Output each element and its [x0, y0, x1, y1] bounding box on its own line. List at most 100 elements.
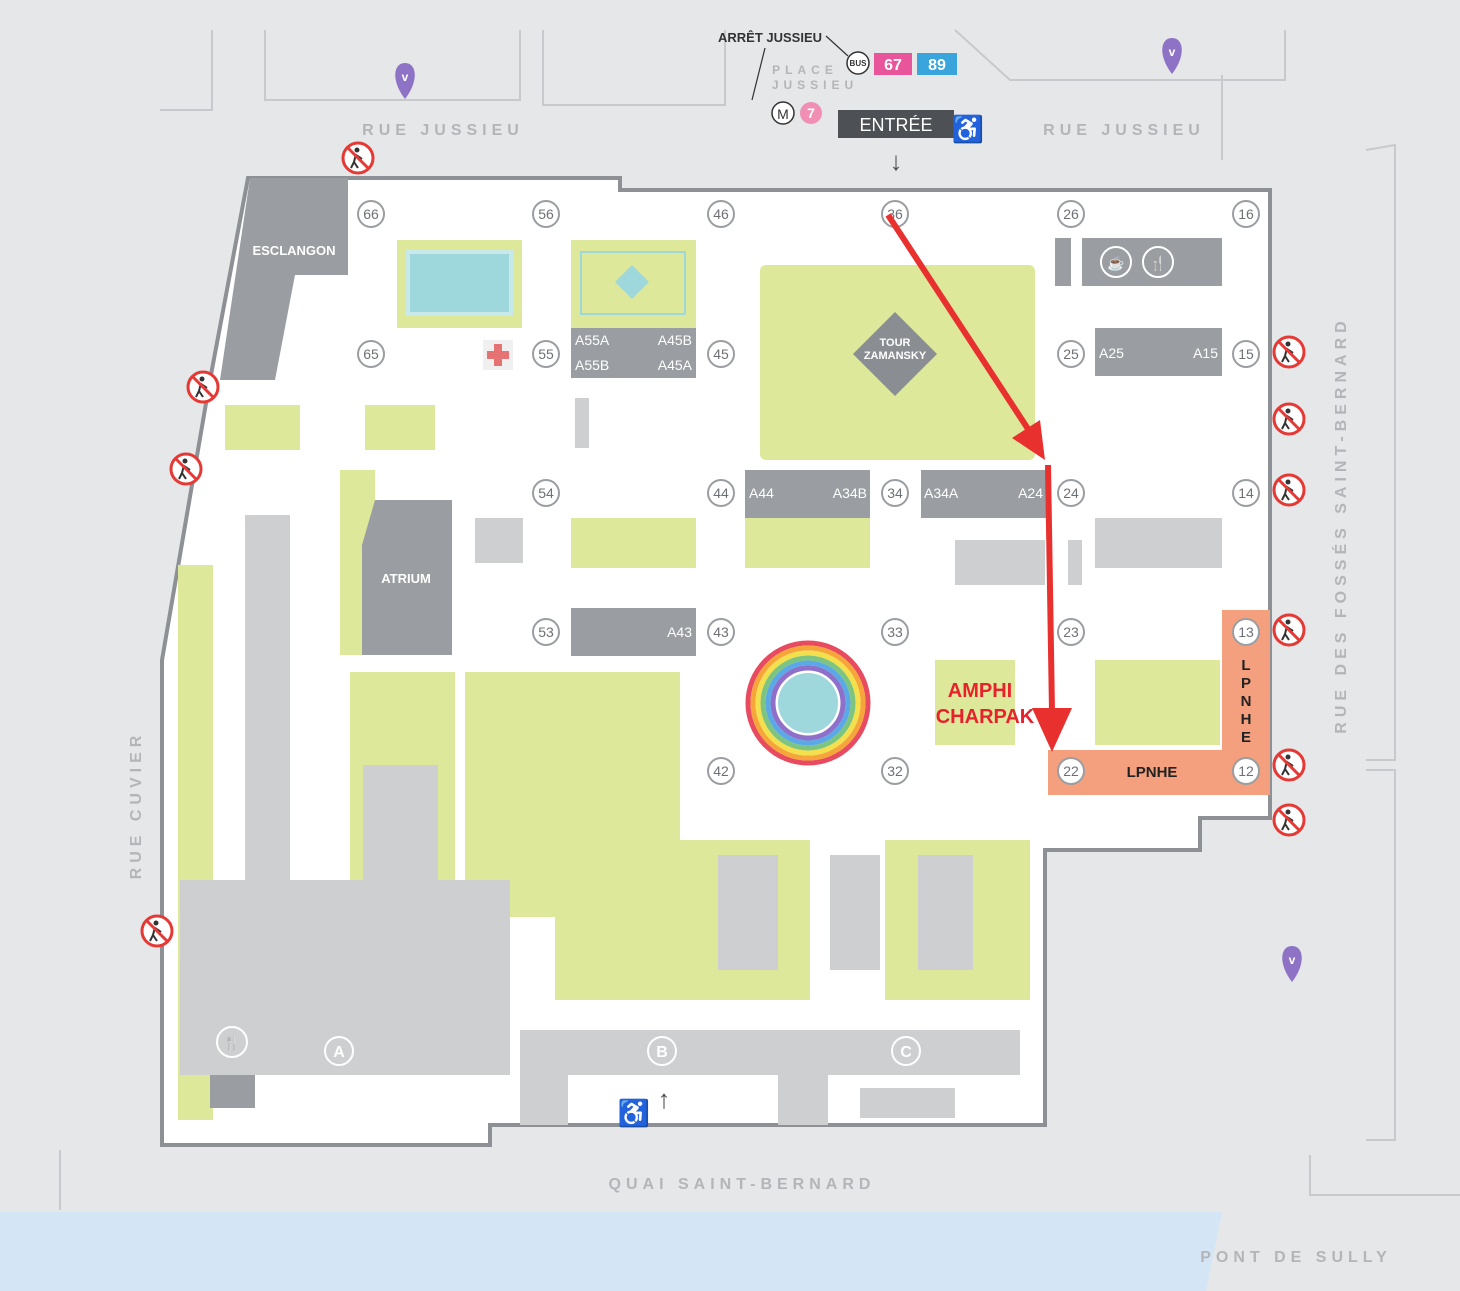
node-15: 15 — [1232, 340, 1260, 368]
wheelchair-icon: ♿ — [952, 114, 984, 144]
svg-text:H: H — [1241, 711, 1252, 728]
svg-text:53: 53 — [538, 624, 554, 640]
room-a43: A43 — [667, 624, 692, 640]
svg-text:32: 32 — [887, 763, 903, 779]
street-north-right: RUE JUSSIEU — [1043, 122, 1205, 139]
svg-text:14: 14 — [1238, 485, 1254, 501]
tour-label-1: TOUR — [880, 337, 911, 349]
no-pedestrian-icon — [1272, 748, 1306, 782]
svg-text:12: 12 — [1238, 763, 1254, 779]
esclangon-label: ESCLANGON — [252, 243, 335, 258]
node-22: 22 — [1057, 757, 1085, 785]
no-pedestrian-icon — [140, 914, 174, 948]
svg-text:44: 44 — [713, 485, 729, 501]
room-a34b: A34B — [833, 485, 867, 501]
svg-text:66: 66 — [363, 206, 379, 222]
node-44: 44 — [707, 479, 735, 507]
street-south: QUAI SAINT-BERNARD — [609, 1176, 876, 1193]
entrance-sign — [838, 110, 954, 138]
svg-text:16: 16 — [1238, 206, 1254, 222]
room-a24: A24 — [1018, 485, 1043, 501]
street-east: RUE DES FOSSÉS SAINT-BERNARD — [1331, 316, 1350, 733]
entrance-label: ENTRÉE — [859, 115, 932, 135]
room-a25: A25 — [1099, 345, 1124, 361]
node-56: 56 — [532, 200, 560, 228]
no-pedestrian-icon — [1272, 335, 1306, 369]
no-pedestrian-icon — [186, 370, 220, 404]
no-pedestrian-icon — [169, 452, 203, 486]
svg-text:55: 55 — [538, 346, 554, 362]
node-16: 16 — [1232, 200, 1260, 228]
river-seine — [0, 1212, 1222, 1291]
svg-text:25: 25 — [1063, 346, 1079, 362]
node-45: 45 — [707, 340, 735, 368]
room-a45a: A45A — [658, 357, 693, 373]
lpnhe-vertical: LPNHE — [1241, 657, 1252, 746]
velib-icon: v — [1282, 946, 1302, 982]
street-west: RUE CUVIER — [128, 731, 145, 880]
buildings — [210, 178, 1222, 1108]
svg-text:26: 26 — [1063, 206, 1079, 222]
gates: A B C — [324, 1036, 921, 1066]
room-a55b: A55B — [575, 357, 609, 373]
wheelchair-icon-south: ♿ — [618, 1098, 650, 1128]
node-33: 33 — [881, 618, 909, 646]
svg-text:23: 23 — [1063, 624, 1079, 640]
node-12: 12 — [1232, 757, 1260, 785]
gate-a: A — [324, 1036, 354, 1066]
svg-text:v: v — [1289, 953, 1296, 967]
street-bridge: PONT DE SULLY — [1200, 1249, 1392, 1266]
no-pedestrian-icon — [1272, 402, 1306, 436]
metro-icon — [771, 101, 795, 125]
svg-text:P: P — [1241, 675, 1251, 692]
atrium-label: ATRIUM — [381, 571, 431, 586]
coffee-icon — [1100, 246, 1132, 278]
gate-c: C — [891, 1036, 921, 1066]
diamond-feature — [615, 265, 649, 299]
no-pedestrian-icon — [1272, 803, 1306, 837]
velib-markers: v v v — [395, 38, 1302, 982]
svg-text:54: 54 — [538, 485, 554, 501]
room-a44: A44 — [749, 485, 774, 501]
no-pedestrian-icon — [1272, 613, 1306, 647]
svg-text:45: 45 — [713, 346, 729, 362]
svg-text:65: 65 — [363, 346, 379, 362]
node-23: 23 — [1057, 618, 1085, 646]
node-42: 42 — [707, 757, 735, 785]
svg-text:24: 24 — [1063, 485, 1079, 501]
place-line1: PLACE — [772, 63, 838, 77]
svg-text:🍴: 🍴 — [1149, 255, 1166, 272]
amphi-label-2: CHARPAK — [936, 706, 1035, 728]
node-66: 66 — [357, 200, 385, 228]
node-34: 34 — [881, 479, 909, 507]
svg-text:34: 34 — [887, 485, 903, 501]
svg-text:E: E — [1241, 729, 1251, 746]
amphi-label-1: AMPHI — [948, 680, 1012, 702]
svg-text:v: v — [402, 70, 409, 84]
restaurant-icon-south — [216, 1026, 248, 1058]
node-43: 43 — [707, 618, 735, 646]
svg-text:43: 43 — [713, 624, 729, 640]
node-46: 46 — [707, 200, 735, 228]
entrance-arrow: ↓ — [890, 146, 903, 176]
bus-89-label: 89 — [928, 57, 946, 74]
metro-badge: M — [777, 106, 789, 122]
velib-icon: v — [1162, 38, 1182, 74]
svg-text:22: 22 — [1063, 763, 1079, 779]
room-a34a: A34A — [924, 485, 959, 501]
svg-text:L: L — [1241, 657, 1250, 674]
svg-text:42: 42 — [713, 763, 729, 779]
stop-name: ARRÊT JUSSIEU — [718, 30, 822, 45]
bus-icon — [846, 51, 870, 75]
street-blocks — [59, 29, 1460, 1210]
gate-b: B — [647, 1036, 677, 1066]
street-north-left: RUE JUSSIEU — [362, 122, 524, 139]
node-32: 32 — [881, 757, 909, 785]
node-24: 24 — [1057, 479, 1085, 507]
south-entrance-arrow: ↑ — [658, 1084, 671, 1114]
node-26: 26 — [1057, 200, 1085, 228]
route-arrow — [885, 213, 1072, 752]
